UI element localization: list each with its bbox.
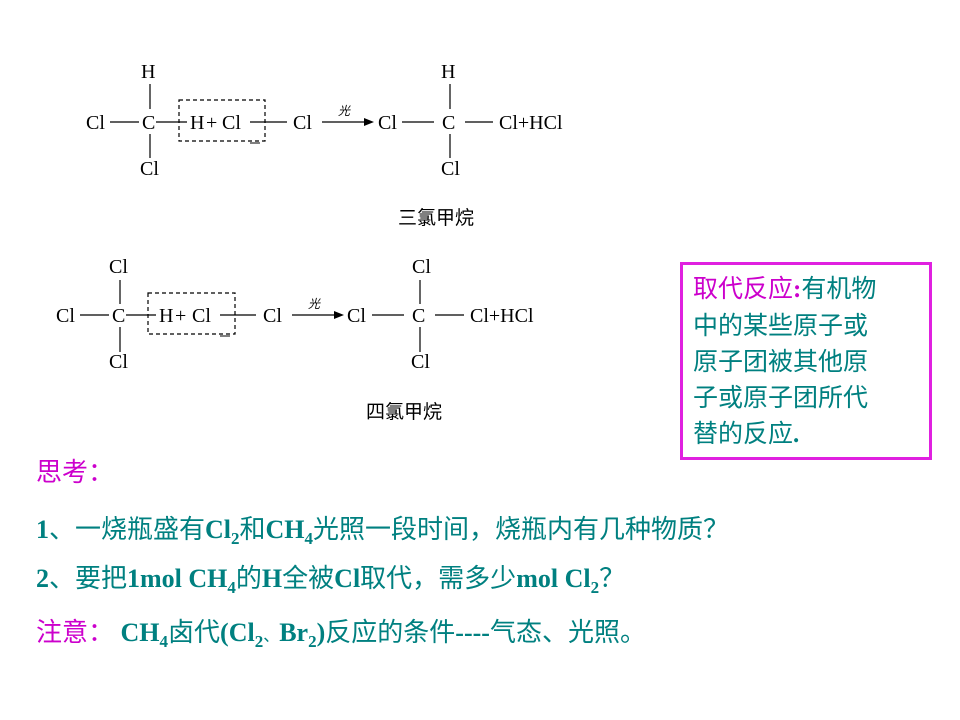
note-ch-subscript: 4	[159, 632, 169, 651]
definition-text-1: 有机物	[801, 274, 877, 303]
q2-bold-1: 1mol CH	[127, 564, 228, 593]
atom-cl-left: Cl	[56, 305, 75, 327]
atom-cl-bottom: Cl	[140, 158, 159, 180]
note-cl-subscript: 2	[254, 632, 264, 651]
plus-sign: +	[206, 112, 217, 134]
note-paren-cl: (Cl	[220, 618, 255, 647]
atom-cl-product-left: Cl	[378, 112, 397, 134]
q1-ch: CH	[265, 515, 305, 544]
q1-ch-subscript: 4	[304, 529, 314, 548]
atom-c: C	[142, 112, 155, 134]
q2-text-5: ？	[599, 564, 626, 594]
definition-line-4: 子或原子团所代	[693, 383, 869, 412]
note-ch: CH	[120, 618, 160, 647]
atom-cl-reagent: Cl	[293, 112, 312, 134]
definition-line-2: 中的某些原子或	[693, 311, 869, 340]
note-text-3: 气态、光照。	[489, 618, 646, 648]
note-line: 注意： CH4卤代(Cl2、Br2)反应的条件----气态、光照。	[36, 612, 646, 651]
product-tail: Cl+HCl	[499, 112, 563, 134]
definition-term: 取代反应	[693, 274, 794, 303]
caption-tetrachloromethane: 四氯甲烷	[366, 401, 442, 423]
q1-text-1: 、一烧瓶盛有	[49, 515, 206, 545]
arrow-head	[364, 118, 374, 126]
q1-cl-subscript: 2	[231, 529, 240, 548]
q2-text-4: 取代，需多少	[360, 564, 517, 594]
q1-text-3: 光照一段时间，烧瓶内有几种物质？	[313, 515, 730, 545]
light-condition: 光	[338, 104, 351, 118]
q2-text-1: 、要把	[49, 564, 128, 594]
definition-line-1: 取代反应:有机物	[693, 271, 921, 308]
note-br-subscript: 2	[308, 632, 317, 651]
atom-h-boxed: H	[190, 112, 204, 134]
q1-cl: Cl	[205, 515, 232, 544]
atom-cl-bottom: Cl	[109, 351, 128, 373]
q2-bold-2: H	[261, 564, 283, 593]
q2-bold-3: Cl	[334, 564, 361, 593]
q1-number: 1	[36, 515, 49, 544]
note-text-1: 卤代	[168, 618, 221, 648]
think-label-text: 思考：	[36, 458, 115, 488]
reaction-2: Cl Cl C H + Cl Cl Cl 光 Cl C Cl Cl+HCl Cl…	[56, 256, 534, 423]
question-1: 1、一烧瓶盛有Cl2和CH4光照一段时间，烧瓶内有几种物质？	[36, 509, 730, 548]
q2-subscript-1: 4	[227, 578, 236, 597]
cleavage-box	[178, 99, 266, 142]
q1-text-2: 和	[239, 515, 266, 545]
atom-c: C	[112, 305, 125, 327]
atom-cl-top-product: Cl	[412, 256, 431, 278]
caption-trichloromethane: 三氯甲烷	[398, 207, 474, 229]
q2-number: 2	[36, 564, 49, 593]
definition-period: .	[793, 421, 800, 448]
atom-h-top-product: H	[441, 61, 455, 83]
atom-c-product: C	[412, 305, 425, 327]
cleavage-box	[147, 292, 236, 335]
atom-cl-bottom-product: Cl	[441, 158, 460, 180]
atom-cl-top: Cl	[109, 256, 128, 278]
q2-subscript-2: 2	[590, 578, 600, 597]
product-tail: Cl+HCl	[470, 305, 534, 327]
atom-cl-reagent: Cl	[263, 305, 282, 327]
definition-colon: :	[793, 276, 802, 303]
definition-line-3: 原子团被其他原	[693, 347, 869, 376]
definition-box: 取代反应:有机物 中的某些原子或 原子团被其他原 子或原子团所代 替的反应.	[680, 262, 932, 460]
q2-text-3: 全被	[282, 564, 335, 594]
think-label: 思考：	[36, 452, 114, 489]
note-separator: 、	[263, 626, 280, 645]
atom-cl-boxed: Cl	[222, 112, 241, 134]
atom-cl-product-left: Cl	[347, 305, 366, 327]
definition-line-5: 替的反应.	[693, 416, 921, 453]
note-text-2: 反应的条件	[325, 618, 456, 648]
q2-text-2: 的	[235, 564, 262, 594]
atom-cl-boxed: Cl	[192, 305, 211, 327]
atom-h-top: H	[141, 61, 155, 83]
note-dashes: ----	[455, 618, 490, 647]
atom-cl-bottom-product: Cl	[411, 351, 430, 373]
note-paren-close: )	[316, 618, 326, 647]
arrow-head	[334, 311, 344, 319]
atom-h-boxed: H	[159, 305, 173, 327]
note-label: 注意：	[36, 618, 115, 648]
plus-sign: +	[175, 305, 186, 327]
definition-text-5: 替的反应	[693, 419, 794, 448]
light-condition: 光	[308, 297, 321, 311]
note-br: Br	[279, 618, 309, 647]
question-2: 2、要把1mol CH4的H全被Cl取代，需多少mol Cl2？	[36, 558, 626, 597]
reaction-1: H Cl C H + Cl Cl Cl 光 Cl C H Cl+HCl Cl 三…	[86, 61, 563, 229]
atom-cl-left: Cl	[86, 112, 105, 134]
atom-c-product: C	[442, 112, 455, 134]
q2-bold-4: mol Cl	[516, 564, 591, 593]
